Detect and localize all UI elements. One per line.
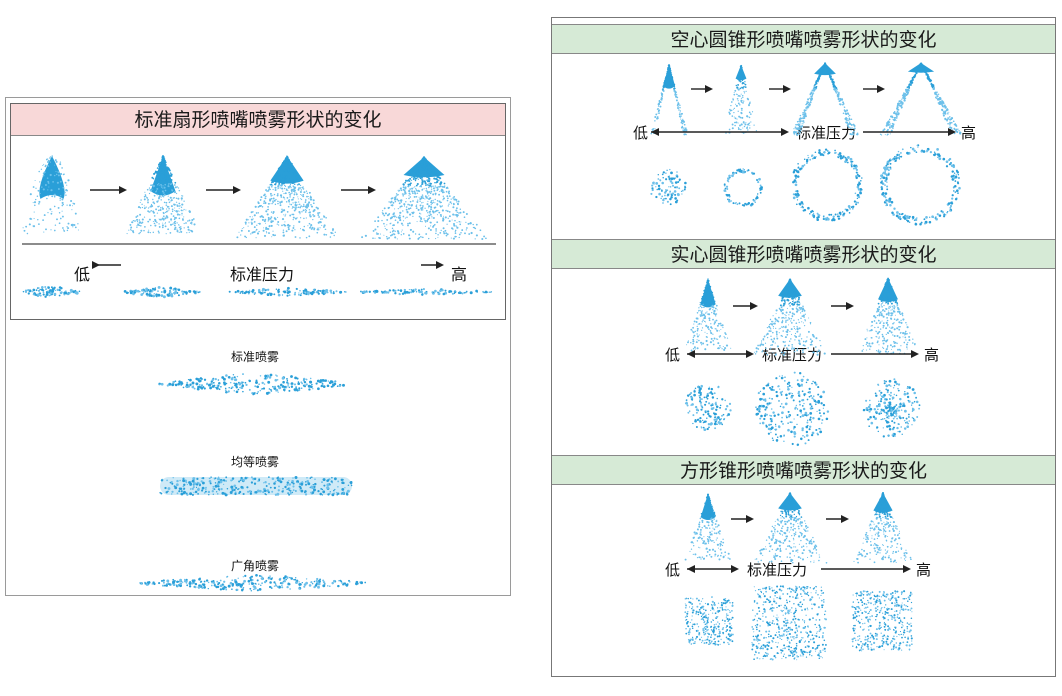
full-cone-pattern-1 bbox=[684, 384, 732, 432]
flat-fan-arrow-1 bbox=[90, 186, 127, 194]
flat-fan-stage-1 bbox=[22, 155, 79, 235]
flat-fan-pattern-4 bbox=[360, 288, 493, 296]
hollow-cone-arrow-2 bbox=[769, 85, 791, 93]
flat-fan-stage-2 bbox=[126, 155, 196, 235]
hollow-cone-low-label: 低 bbox=[633, 124, 649, 142]
square-cone-high-arrow bbox=[821, 565, 911, 573]
standard-spray-caption: 标准喷雾 bbox=[230, 350, 280, 364]
square-cone-arrow-2 bbox=[826, 515, 849, 523]
full-cone-pattern-3 bbox=[862, 378, 921, 438]
flat-fan-pattern-2 bbox=[123, 285, 201, 299]
flat-fan-inner-box: 标准扇形喷嘴喷雾形状的变化 低 标准压力 高 bbox=[10, 103, 506, 320]
square-cone-pattern-3 bbox=[851, 590, 913, 652]
hollow-cone-high-label: 高 bbox=[961, 124, 977, 142]
hollow-cone-pattern-2 bbox=[723, 168, 763, 207]
flat-fan-high-label: 高 bbox=[451, 265, 468, 284]
square-cone-low-label: 低 bbox=[665, 561, 681, 579]
square-cone-pattern-2 bbox=[751, 585, 827, 661]
uniform-spray-caption: 均等喷雾 bbox=[230, 455, 280, 469]
hollow-cone-pressure-label: 标准压力 bbox=[796, 124, 857, 142]
square-cone-arrow-1 bbox=[731, 515, 754, 523]
hollow-cone-low-arrow bbox=[651, 128, 789, 136]
full-cone-pressure-label: 标准压力 bbox=[762, 346, 823, 364]
full-cone-pattern-2 bbox=[755, 371, 830, 447]
flat-fan-low-arrow bbox=[92, 261, 121, 269]
square-cone-stage-3 bbox=[853, 492, 912, 564]
hollow-cone-title: 空心圆锥形喷嘴喷雾形状的变化 bbox=[552, 24, 1055, 54]
full-cone-arrow-2 bbox=[831, 302, 854, 310]
wide-angle-spray-pattern bbox=[139, 573, 367, 592]
square-cone-low-arrow bbox=[687, 565, 739, 573]
hollow-cone-pattern-3 bbox=[792, 148, 863, 222]
full-cone-title: 实心圆锥形喷嘴喷雾形状的变化 bbox=[552, 239, 1055, 269]
flat-fan-pattern-1 bbox=[22, 285, 81, 298]
full-cone-high-label: 高 bbox=[924, 346, 940, 364]
hollow-cone-pattern-4 bbox=[879, 144, 961, 226]
full-cone-arrow-1 bbox=[733, 302, 758, 310]
full-cone-high-arrow bbox=[831, 350, 919, 358]
flat-fan-stage-3 bbox=[236, 155, 336, 239]
cone-nozzle-panel: 空心圆锥形喷嘴喷雾形状的变化 实心圆锥形喷嘴喷雾形状的变化 方形锥形喷嘴喷雾形状… bbox=[551, 17, 1056, 677]
full-cone-stage-3 bbox=[861, 277, 916, 355]
hollow-cone-arrow-3 bbox=[863, 85, 885, 93]
square-cone-stage-1 bbox=[684, 493, 731, 561]
flat-fan-high-arrow bbox=[421, 261, 444, 269]
flat-fan-low-label: 低 bbox=[74, 265, 91, 284]
square-cone-high-label: 高 bbox=[916, 561, 932, 579]
square-cone-pattern-1 bbox=[684, 596, 734, 646]
flat-fan-arrow-2 bbox=[206, 186, 241, 194]
hollow-cone-stage-4 bbox=[879, 62, 962, 136]
full-cone-low-label: 低 bbox=[665, 346, 681, 364]
flat-fan-stage-4 bbox=[361, 156, 487, 241]
full-cone-low-arrow bbox=[687, 350, 754, 358]
hollow-cone-pattern-1 bbox=[650, 168, 687, 206]
square-cone-stage-2 bbox=[754, 492, 828, 564]
hollow-cone-stage-1 bbox=[650, 64, 688, 136]
square-cone-title: 方形锥形喷嘴喷雾形状的变化 bbox=[552, 455, 1055, 485]
uniform-spray-pattern bbox=[159, 476, 353, 497]
standard-spray-pattern bbox=[158, 373, 345, 396]
hollow-cone-stage-3 bbox=[792, 62, 859, 136]
flat-fan-pressure-label: 标准压力 bbox=[230, 265, 295, 284]
flat-fan-title: 标准扇形喷嘴喷雾形状的变化 bbox=[11, 104, 505, 136]
flat-fan-arrow-3 bbox=[341, 186, 376, 194]
wide-angle-spray-caption: 广角喷雾 bbox=[230, 559, 280, 573]
hollow-cone-stage-2 bbox=[725, 64, 758, 134]
full-cone-stage-1 bbox=[686, 278, 732, 352]
square-cone-pressure-label: 标准压力 bbox=[747, 561, 808, 579]
full-cone-stage-2 bbox=[754, 278, 826, 356]
flat-fan-pattern-3 bbox=[228, 286, 347, 297]
hollow-cone-arrow-1 bbox=[691, 85, 713, 93]
hollow-cone-high-arrow bbox=[863, 128, 956, 136]
